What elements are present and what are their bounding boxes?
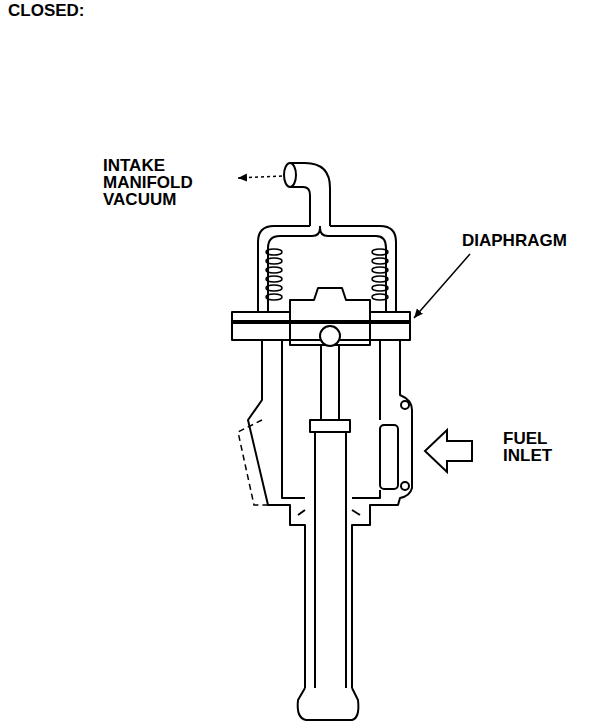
port-bolt: [401, 401, 409, 409]
mount-bracket: [238, 420, 268, 505]
valve-holder: [290, 324, 370, 345]
lower-body: [248, 340, 305, 688]
spring-seat: [290, 288, 370, 320]
outlet-bulb: [298, 688, 359, 720]
part-label: FUEL INLET: [503, 430, 552, 464]
fuel-chamber: [282, 340, 380, 498]
vacuum-nipple: [290, 187, 310, 226]
nipple-opening: [284, 163, 296, 187]
vacuum-arrow: [238, 176, 282, 178]
body-notch: [298, 510, 360, 515]
return-tube-top: [310, 420, 350, 432]
title: CLOSED:: [8, 2, 85, 19]
fuel-flow-arrow: [425, 430, 472, 472]
lower-body: [352, 340, 412, 688]
part-label: DIAPHRAGM: [462, 232, 567, 249]
valve-stem: [321, 346, 339, 420]
inlet-port: [380, 425, 398, 489]
valve-ball: [320, 326, 340, 346]
port-bolt: [401, 482, 409, 490]
diaphragm: [232, 320, 410, 324]
part-label: INTAKE MANIFOLD VACUUM: [103, 157, 193, 208]
return-tube: [315, 432, 346, 688]
regulator-body: [232, 163, 412, 720]
leader-line: [414, 254, 470, 318]
